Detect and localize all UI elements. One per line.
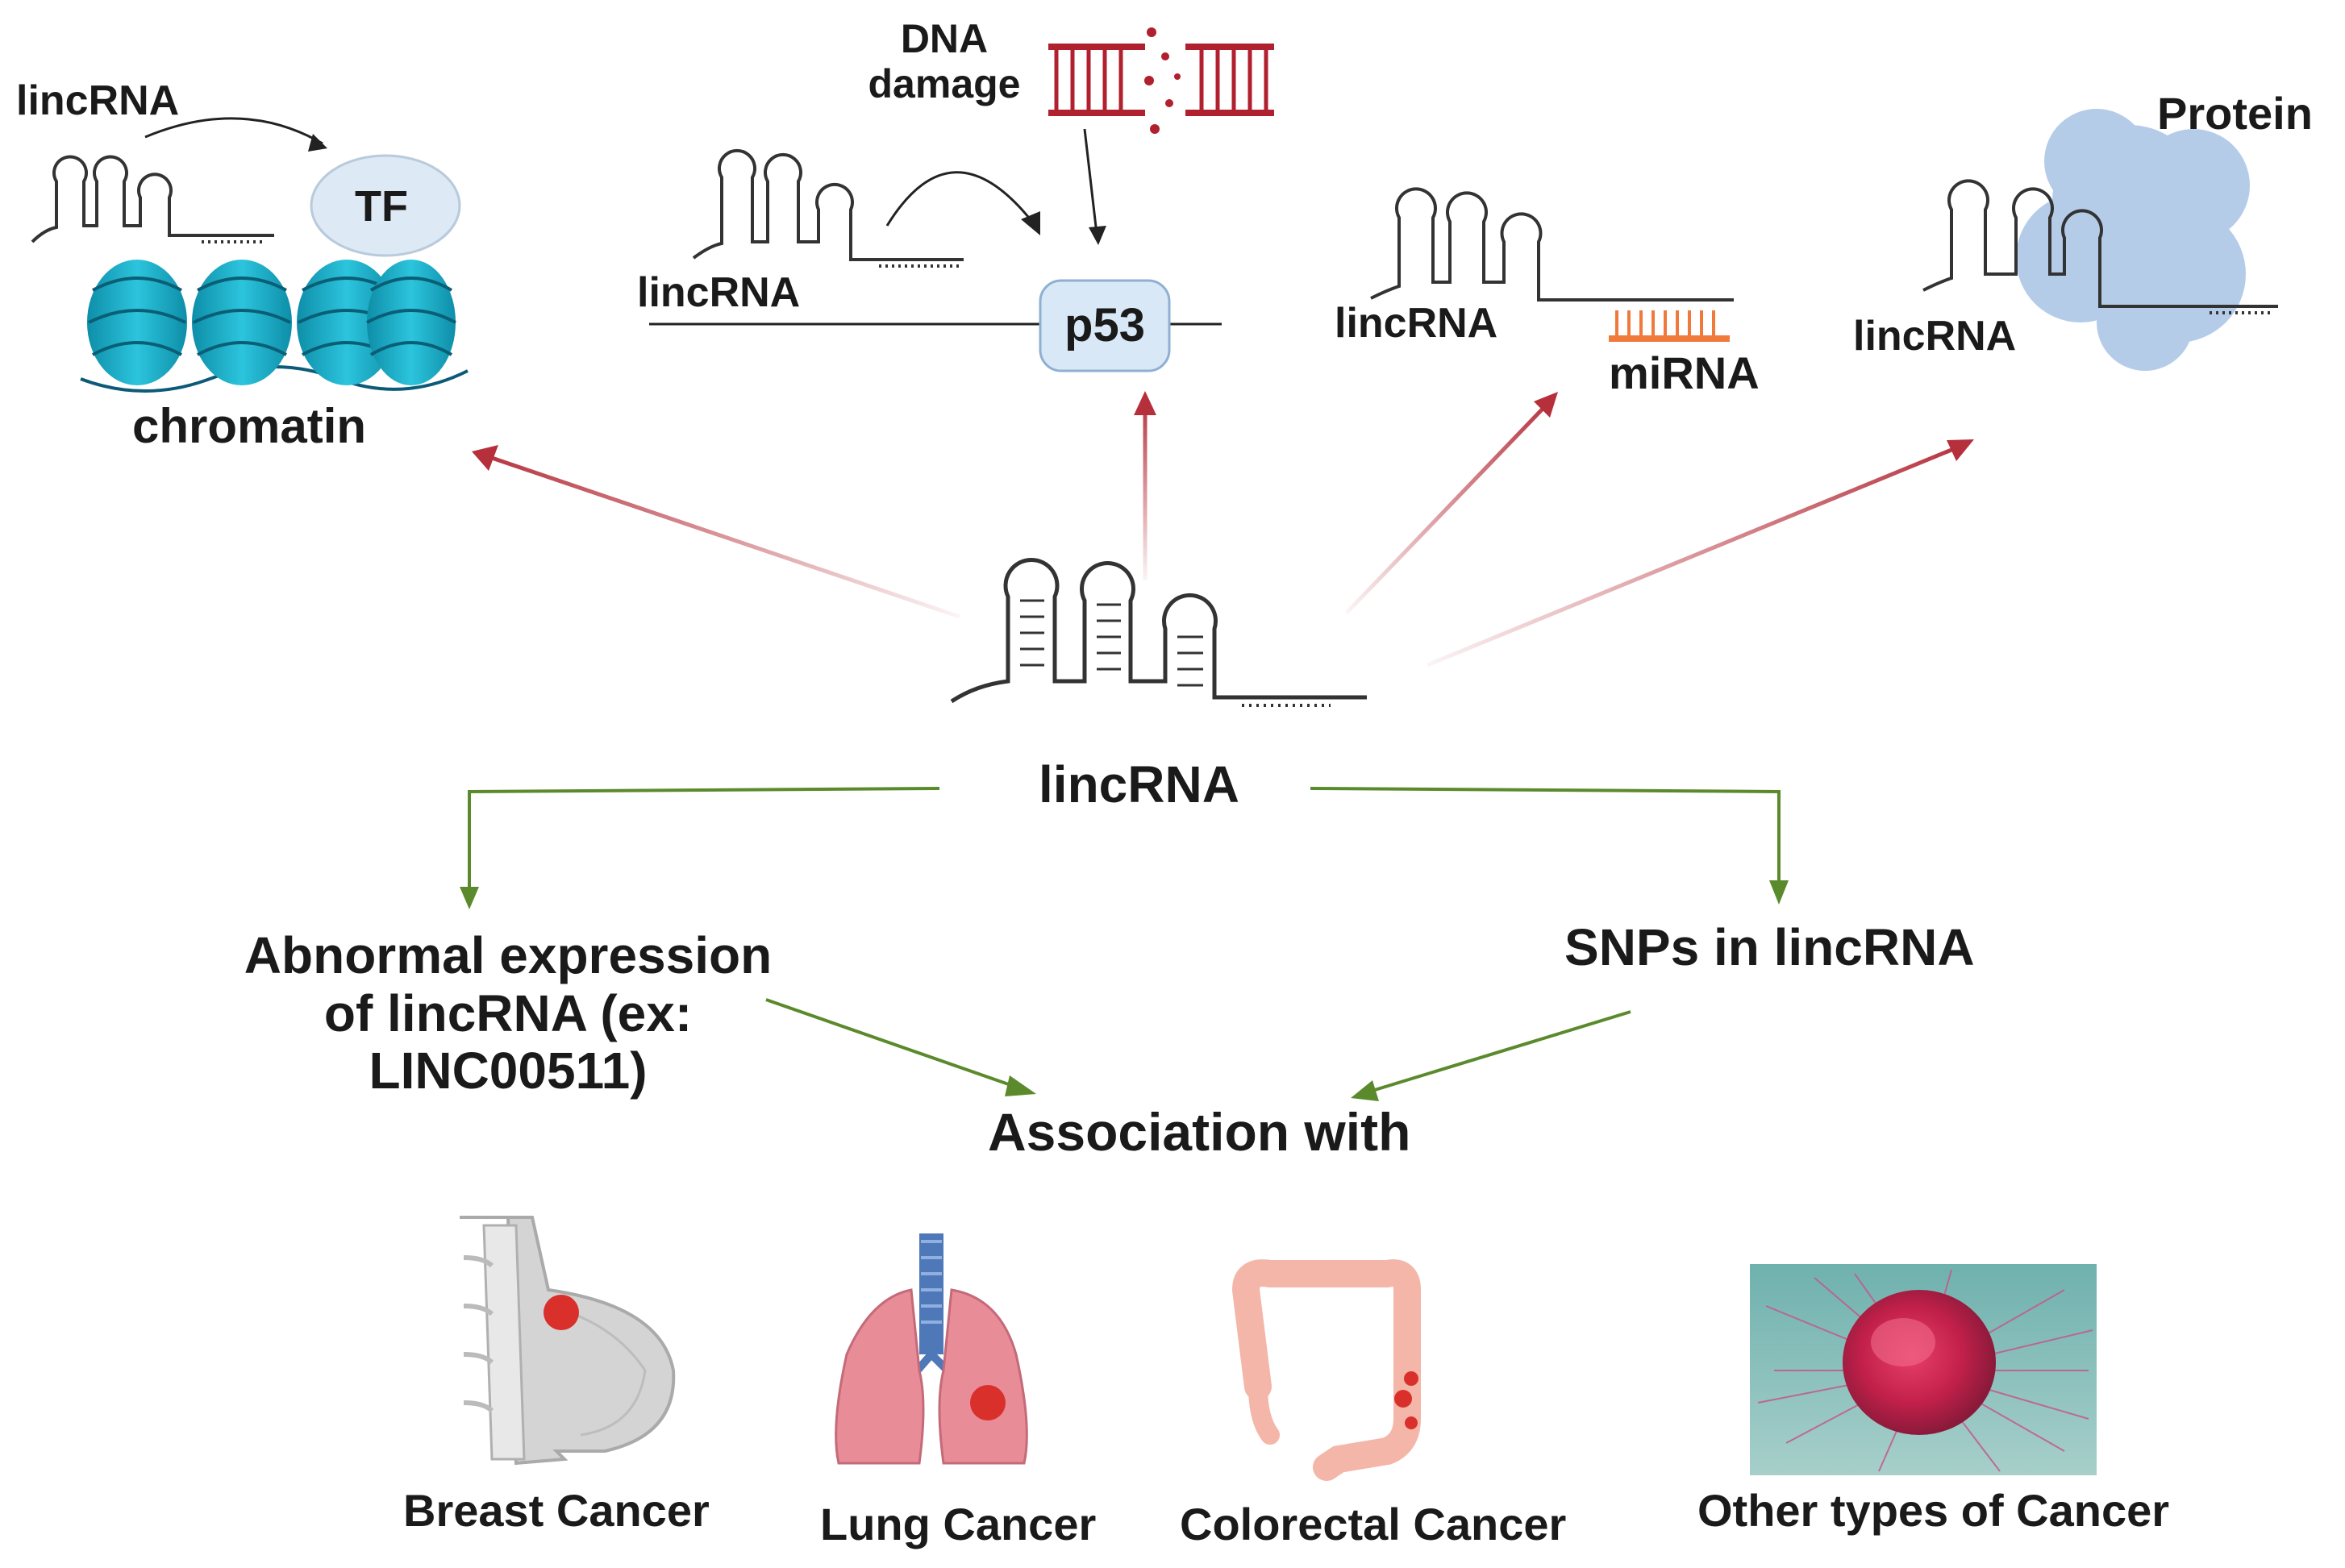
central-lincrna-label: lincRNA bbox=[1039, 755, 1239, 813]
chromatin-label: chromatin bbox=[132, 399, 367, 453]
arrowhead bbox=[1089, 226, 1106, 245]
lincrna-hairpin-icon bbox=[1922, 179, 2278, 314]
transcription-factor-shape bbox=[310, 154, 461, 257]
dna-damage-line-1: DNA bbox=[900, 16, 989, 61]
lincrna-hairpin-icon bbox=[31, 155, 274, 243]
colon-illustration-icon bbox=[1231, 1259, 1421, 1481]
snps-label: SNPs in lincRNA bbox=[1564, 918, 1975, 976]
lungs-illustration-icon bbox=[835, 1233, 1028, 1465]
red-arrow-to-protein bbox=[1427, 439, 1974, 668]
mirna-panel-lincrna-label: lincRNA bbox=[1335, 300, 1498, 347]
central-lincrna-hairpin-icon bbox=[950, 557, 1367, 707]
chromatin-panel bbox=[31, 117, 469, 393]
protein-label: Protein bbox=[2157, 88, 2313, 139]
other-cancer-label: Other types of Cancer bbox=[1697, 1485, 2170, 1536]
red-arrow-to-mirna bbox=[1345, 392, 1558, 614]
nucleosome-array bbox=[80, 260, 469, 393]
colon-tumor-spots bbox=[1394, 1371, 1418, 1429]
lincrna-hairpin-icon bbox=[692, 148, 964, 268]
dna-damage-line-2: damage bbox=[868, 61, 1021, 106]
red-arrow-to-p53 bbox=[1134, 391, 1156, 580]
curved-arrow-to-p53 bbox=[885, 171, 1034, 227]
p53-panel bbox=[649, 27, 1274, 372]
dna-damage-icon bbox=[1048, 27, 1274, 134]
lincrna-hairpin-icon bbox=[1370, 187, 1734, 302]
red-arrow-to-chromatin bbox=[472, 445, 960, 619]
p53-panel-lincrna-label: lincRNA bbox=[637, 269, 801, 316]
breast-cancer-label: Breast Cancer bbox=[403, 1485, 710, 1536]
green-arrow-to-abnormal-expression bbox=[460, 787, 940, 909]
cancer-cell-photo bbox=[1750, 1264, 2097, 1475]
abnormal-expression-line-1: Abnormal expression bbox=[244, 926, 773, 984]
p53-box bbox=[1039, 279, 1171, 372]
abnormal-expression-line-2: of lincRNA (ex: bbox=[323, 984, 693, 1042]
dna-damage-label: DNA damage bbox=[860, 16, 1029, 106]
p53-label: p53 bbox=[1064, 299, 1145, 351]
chromatin-panel-lincrna-label: lincRNA bbox=[16, 77, 180, 124]
abnormal-expression-label: Abnormal expression of lincRNA (ex: LINC… bbox=[202, 926, 814, 1100]
lung-cancer-label: Lung Cancer bbox=[820, 1499, 1097, 1549]
curved-arrow-to-tf bbox=[144, 117, 323, 145]
mirna-label: miRNA bbox=[1609, 347, 1760, 398]
association-label: Association with bbox=[988, 1102, 1411, 1162]
colorectal-cancer-label: Colorectal Cancer bbox=[1180, 1499, 1567, 1549]
tf-label: TF bbox=[355, 182, 408, 231]
mirna-panel bbox=[1370, 187, 1734, 342]
arrowhead bbox=[308, 134, 327, 152]
damage-arrow bbox=[1083, 128, 1098, 235]
green-arrow-abnormal-to-association bbox=[765, 998, 1036, 1096]
breast-illustration-icon bbox=[460, 1216, 676, 1466]
protein-panel-lincrna-label: lincRNA bbox=[1853, 313, 2017, 360]
green-arrow-to-snps bbox=[1310, 787, 1789, 905]
green-arrow-snps-to-association bbox=[1351, 1010, 1631, 1101]
protein-panel bbox=[1922, 109, 2278, 371]
mirna-strand-icon bbox=[1609, 310, 1730, 342]
abnormal-expression-line-3: LINC00511) bbox=[369, 1042, 648, 1100]
arrowhead bbox=[1021, 211, 1040, 235]
